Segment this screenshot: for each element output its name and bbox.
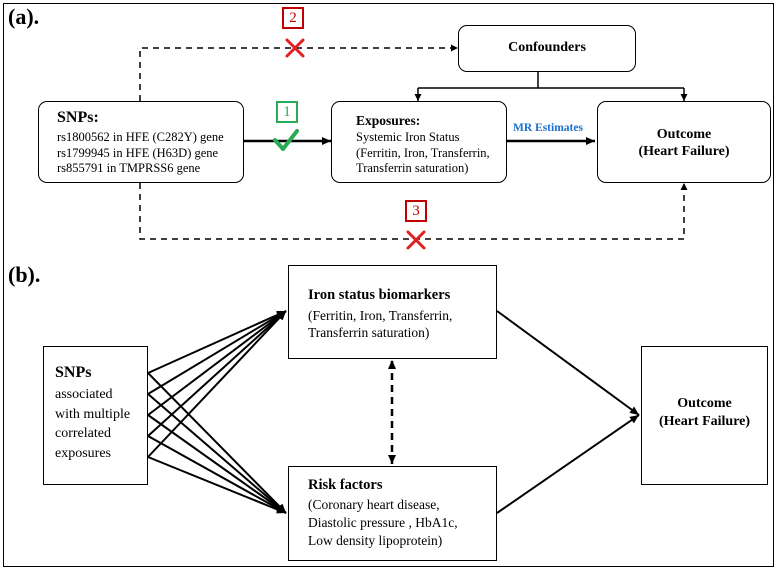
snps-desc-line: exposures — [55, 445, 111, 461]
snps-desc-b: associated with multiple correlated expo… — [55, 385, 130, 463]
snps-title: SNPs: — [57, 109, 99, 126]
outcome-sub-a: (Heart Failure) — [638, 144, 730, 159]
snps-desc-line: associated — [55, 387, 113, 402]
exposures-list: Systemic Iron Status (Ferritin, Iron, Tr… — [356, 130, 490, 177]
invalid-cross-2 — [285, 38, 305, 58]
iron-biomarkers-box: Iron status biomarkers (Ferritin, Iron, … — [288, 265, 497, 359]
exposure-line: (Ferritin, Iron, Transferrin, — [356, 145, 490, 160]
iron-title: Iron status biomarkers — [308, 287, 451, 303]
outcome-box-a: Outcome (Heart Failure) — [597, 101, 771, 183]
assumption-3-badge: 3 — [405, 200, 427, 222]
iron-to-outcome-arrow — [496, 310, 640, 416]
iron-list: (Ferritin, Iron, Transferrin, Transferri… — [308, 307, 452, 341]
valid-check-1 — [273, 129, 299, 151]
outcome-sub-b: (Heart Failure) — [658, 414, 751, 429]
risk-list: (Coronary heart disease, Diastolic press… — [308, 496, 458, 550]
exposures-box: Exposures: Systemic Iron Status (Ferriti… — [331, 101, 507, 183]
path-3-dashed — [139, 183, 688, 240]
snps-box-b: SNPs associated with multiple correlated… — [43, 346, 148, 485]
mr-estimates-label: MR Estimates — [513, 122, 583, 134]
panel-a-label: (a). — [8, 4, 40, 29]
figure-frame — [3, 3, 774, 567]
snps-list: rs1800562 in HFE (C282Y) gene rs1799945 … — [57, 130, 224, 177]
confounders-label: Confounders — [508, 40, 586, 55]
snp-line: rs1799945 in HFE (H63D) gene — [57, 145, 219, 160]
confounders-box: Confounders — [458, 25, 636, 72]
risk-line: Diastolic pressure , HbA1c, — [308, 515, 458, 530]
path-2-dashed — [139, 44, 458, 101]
exposure-line: Transferrin saturation) — [356, 161, 469, 175]
snp-line: rs855791 in TMPRSS6 gene — [57, 161, 201, 175]
invalid-cross-3 — [406, 230, 426, 250]
snps-title-b: SNPs — [55, 364, 92, 381]
exposures-title: Exposures: — [356, 113, 421, 128]
snps-desc-line: correlated — [55, 426, 111, 441]
risk-line: Low density lipoprotein) — [308, 533, 443, 548]
assumption-1-badge: 1 — [276, 101, 298, 123]
confounder-branch — [418, 72, 684, 89]
outcome-title-b: Outcome — [677, 396, 732, 411]
exposure-line: Systemic Iron Status — [356, 130, 460, 144]
outcome-box-b: Outcome (Heart Failure) — [641, 346, 768, 485]
snps-desc-line: with multiple — [55, 406, 131, 422]
assumption-2-badge: 2 — [282, 7, 304, 29]
outcome-title-a: Outcome — [656, 127, 712, 142]
iron-line: (Ferritin, Iron, Transferrin, — [308, 308, 453, 323]
snp-fan-lines — [147, 310, 287, 514]
risk-title: Risk factors — [308, 477, 383, 493]
iron-line: Transferrin saturation) — [308, 325, 430, 340]
snp-line: rs1800562 in HFE (C282Y) gene — [57, 130, 224, 144]
panel-b-label: (b). — [8, 262, 41, 287]
risk-line: (Coronary heart disease, — [308, 497, 440, 512]
risk-to-outcome-arrow — [496, 414, 640, 514]
snps-box: SNPs: rs1800562 in HFE (C282Y) gene rs17… — [38, 101, 244, 183]
risk-factors-box: Risk factors (Coronary heart disease, Di… — [288, 466, 497, 561]
